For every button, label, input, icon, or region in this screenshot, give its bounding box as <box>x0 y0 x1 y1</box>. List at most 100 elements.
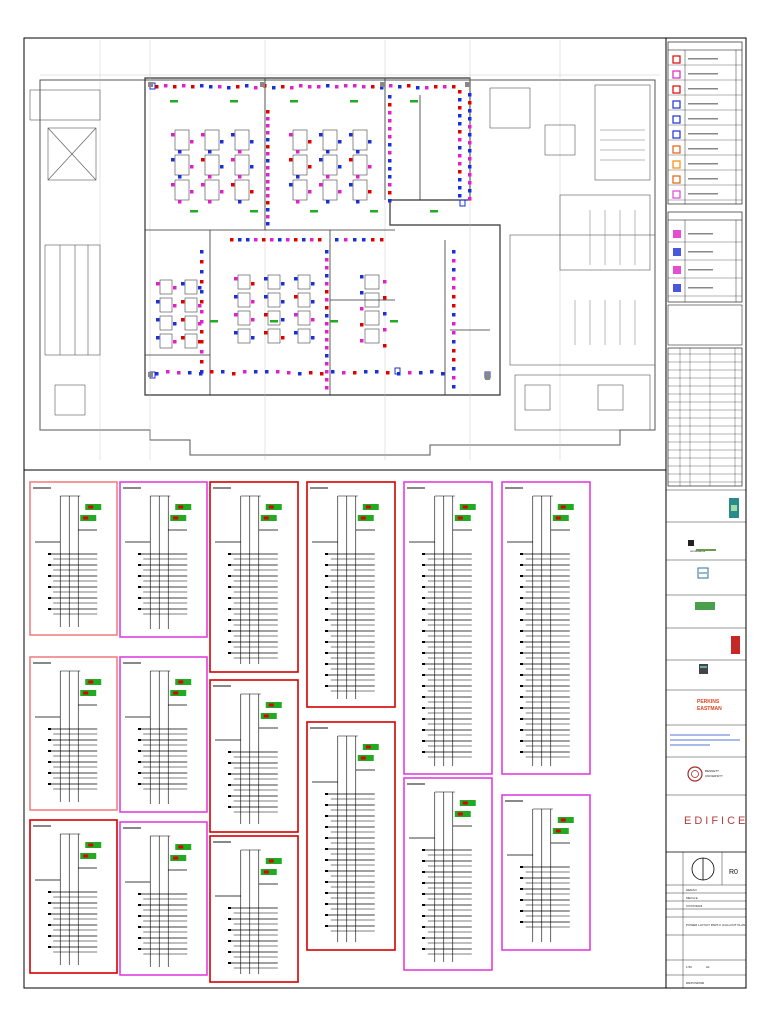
legend-symbol-icon <box>672 190 681 199</box>
branch-node <box>422 849 425 851</box>
power-outlet-icon <box>266 124 270 128</box>
callout-detail <box>501 481 591 775</box>
callout-detail <box>29 656 118 811</box>
callout-detail <box>119 821 208 976</box>
power-outlet-icon <box>452 358 456 362</box>
callout-frame <box>209 835 299 983</box>
workstation-desk <box>159 333 173 349</box>
branch-node <box>228 586 231 588</box>
power-outlet-icon <box>325 386 329 390</box>
power-outlet-icon <box>200 310 204 314</box>
device-tag-mark <box>360 756 366 760</box>
callout-title <box>213 487 231 489</box>
workstation-desk <box>292 129 308 151</box>
branch-node <box>520 652 523 654</box>
contractor-name: EDIFICE <box>684 815 748 827</box>
workstation-desk <box>174 129 190 151</box>
legend-symbol-icon <box>673 230 681 238</box>
branch-node <box>520 910 523 912</box>
legend-text <box>688 251 713 253</box>
power-outlet-icon <box>289 183 293 187</box>
branch-node <box>520 586 523 588</box>
branch-node <box>520 564 523 566</box>
branch-node <box>138 575 141 577</box>
branch-node <box>48 597 51 599</box>
client-logo-text-2: UNIVERSITY <box>705 774 723 778</box>
callout-frame <box>119 656 208 813</box>
workstation-desk <box>204 129 220 151</box>
firm-logo-grey <box>699 664 708 674</box>
power-outlet-icon <box>290 86 294 90</box>
callout-detail <box>501 794 591 951</box>
drawing-code-1: HEDAO <box>686 888 697 892</box>
branch-node <box>422 586 425 588</box>
device-tag-mark <box>555 516 561 520</box>
workstation-desk <box>237 328 251 344</box>
power-outlet-icon <box>388 151 392 155</box>
power-devices <box>149 82 491 390</box>
internal-partitions <box>145 78 490 395</box>
power-outlet-icon <box>388 167 392 171</box>
callout-title <box>213 841 231 843</box>
stair-core-left <box>29 89 101 416</box>
device-tag-mark <box>173 856 179 860</box>
power-outlet-icon <box>266 187 270 191</box>
power-outlet-icon <box>230 238 234 242</box>
device-tag-mark <box>88 680 94 684</box>
power-outlet-icon <box>458 90 462 94</box>
power-outlet-icon <box>266 201 270 205</box>
power-outlet-icon <box>199 372 203 376</box>
power-outlet-icon <box>281 336 285 340</box>
branch-node <box>48 564 51 566</box>
legend-symbol-icon <box>672 55 681 64</box>
workstation-desk <box>364 310 380 326</box>
branch-node <box>325 793 328 795</box>
device-tag-mark <box>173 516 179 520</box>
pmc-logo: PERKINS EASTMAN <box>697 699 722 712</box>
power-outlet-icon <box>338 190 342 194</box>
branch-node <box>138 564 141 566</box>
power-outlet-icon <box>356 175 360 179</box>
callout-frame <box>29 656 118 811</box>
power-outlet-icon <box>309 371 313 375</box>
power-outlet-icon <box>198 286 202 290</box>
branch-node <box>520 751 523 753</box>
power-outlet-icon <box>266 215 270 219</box>
branch-node <box>228 641 231 643</box>
branch-node <box>520 729 523 731</box>
workstation-desk <box>322 154 338 176</box>
power-outlet-icon <box>266 222 270 226</box>
power-outlet-icon <box>238 238 242 242</box>
power-outlet-icon <box>208 150 212 154</box>
power-outlet-icon <box>156 282 160 286</box>
device-tag-mark <box>173 691 179 695</box>
power-outlet-icon <box>458 98 462 102</box>
power-outlet-icon <box>325 274 329 278</box>
branch-node <box>138 739 141 741</box>
branch-node <box>422 893 425 895</box>
power-outlet-icon <box>408 371 412 375</box>
device-tag-mark <box>88 505 94 509</box>
device-tag-mark <box>560 505 566 509</box>
branch-node <box>325 564 328 566</box>
power-outlet-icon <box>388 143 392 147</box>
branch-node <box>325 881 328 883</box>
power-outlet-icon <box>294 295 298 299</box>
power-outlet-icon <box>173 85 177 89</box>
power-outlet-icon <box>272 86 276 90</box>
project-text <box>670 734 740 746</box>
branch-node <box>422 575 425 577</box>
branch-node <box>228 907 231 909</box>
power-outlet-icon <box>383 344 387 348</box>
branch-node <box>422 882 425 884</box>
power-outlet-icon <box>178 200 182 204</box>
workstation-desk <box>159 315 173 331</box>
branch-node <box>228 762 231 764</box>
power-outlet-icon <box>178 175 182 179</box>
power-outlet-icon <box>452 85 456 89</box>
power-outlet-icon <box>200 300 204 304</box>
scale-value-1: 1:50 <box>686 965 692 969</box>
power-outlet-icon <box>419 371 423 375</box>
branch-node <box>48 902 51 904</box>
circuit-tag <box>210 320 218 323</box>
